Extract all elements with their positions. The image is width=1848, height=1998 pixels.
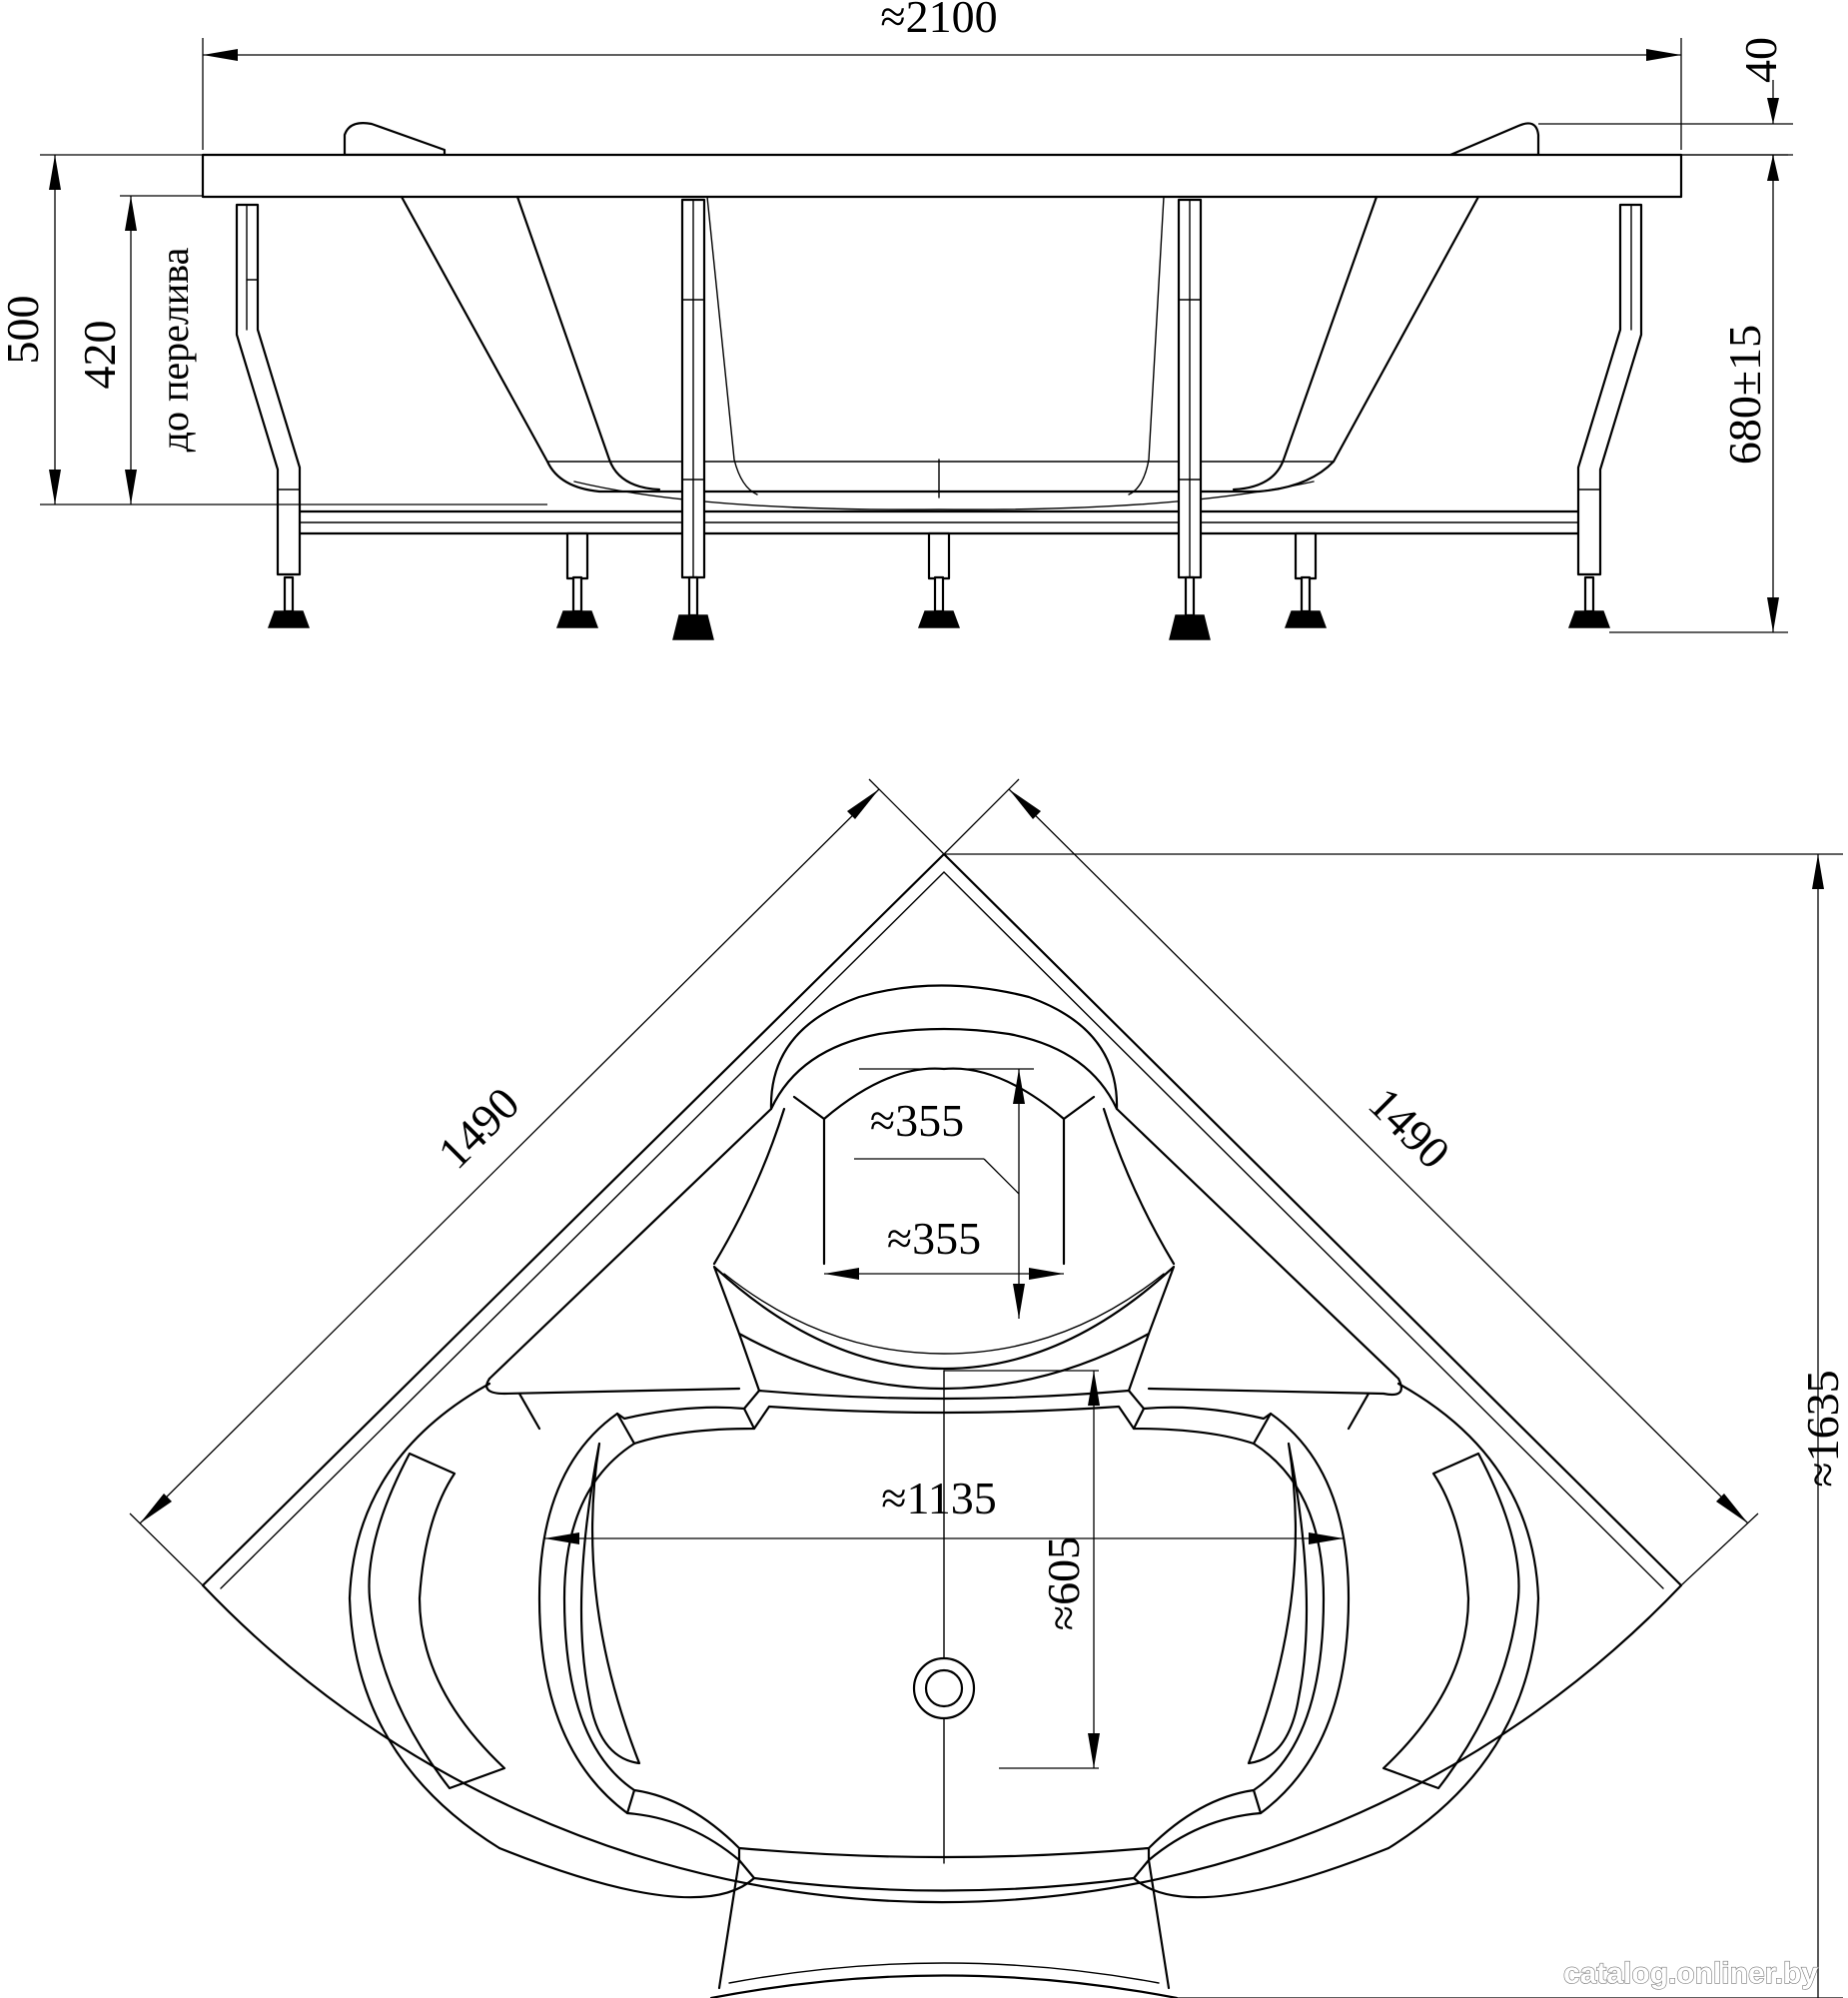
tub-rim [201, 153, 1683, 199]
left-side-label: 1490 [428, 1077, 528, 1178]
adjustable-feet [267, 575, 1611, 640]
corner-seat [485, 984, 1402, 1397]
tub-body [400, 195, 1480, 510]
overflow-depth-dimension [120, 195, 203, 504]
overflow-depth-label: 420 [74, 321, 125, 390]
basin-depth-dimension [944, 1370, 1100, 1769]
total-height-dimension [1609, 154, 1788, 633]
basin-width-dimension [544, 1532, 1344, 1544]
headrest-depth-label: ≈355 [870, 1095, 964, 1146]
right-side-dimension [943, 778, 1759, 1586]
side-view: ≈2100 40 500 420 до перелива 680±15 [0, 0, 1793, 640]
width-label: ≈2100 [880, 0, 997, 42]
diagonal-label: ≈1635 [1797, 1370, 1848, 1487]
drain [912, 1656, 976, 1720]
overflow-note: до перелива [152, 247, 197, 452]
front-step [709, 1858, 1179, 1998]
watermark: catalog.onliner.by [1563, 1957, 1818, 1990]
frame-legs [235, 198, 1643, 580]
rim-height-label: 40 [1735, 37, 1786, 83]
tub-depth-dimension [40, 154, 547, 505]
tub-depth-label: 500 [0, 296, 48, 365]
left-headrest [343, 122, 447, 157]
top-view: 1490 1490 ≈1635 ≈355 ≈355 ≈1135 ≈605 [129, 778, 1848, 1998]
width-dimension [202, 38, 1682, 150]
headrest-pillow [712, 1265, 1176, 1393]
headrest-width-label: ≈355 [887, 1213, 981, 1264]
side-armrests [348, 1382, 1540, 1899]
right-side-label: 1490 [1359, 1077, 1459, 1178]
headrest-depth-dimension [854, 1068, 1034, 1319]
basin-width-label: ≈1135 [881, 1473, 997, 1523]
basin-depth-label: ≈605 [1038, 1536, 1089, 1630]
headrest-width-dimension [824, 1268, 1064, 1280]
main-basin [537, 1370, 1351, 1892]
diagonal-dimension [944, 853, 1843, 1998]
right-headrest [1448, 122, 1540, 157]
total-height-label: 680±15 [1719, 325, 1770, 465]
left-side-dimension [129, 778, 945, 1586]
